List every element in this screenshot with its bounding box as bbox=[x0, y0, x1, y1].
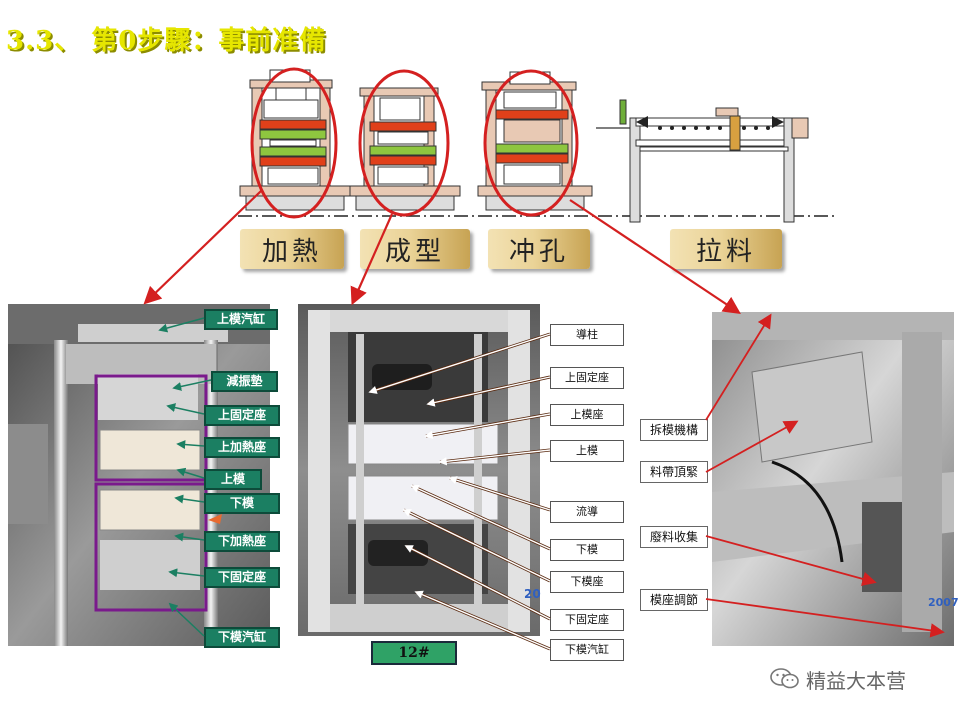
middle-photo-corner-text: 20 bbox=[524, 587, 541, 601]
label-lower-die-cylinder-left: 下模汽缸 bbox=[204, 627, 280, 648]
slide-title: 3.3、 第0步驟：事前准備 bbox=[6, 26, 327, 56]
forming-photo-caption: 12# bbox=[371, 641, 457, 665]
wechat-icon bbox=[770, 668, 799, 689]
label-upper-heating-seat: 上加熱座 bbox=[204, 437, 280, 458]
label-die-seat-adjustment: 模座調節 bbox=[640, 589, 708, 611]
label-lower-die-seat: 下模座 bbox=[550, 571, 624, 593]
label-guide-pillar: 導柱 bbox=[550, 324, 624, 346]
pulling-mechanism-photo: 2007 bbox=[712, 312, 959, 646]
label-flow-guide: 流導 bbox=[550, 501, 624, 523]
label-damping-pad: 減振墊 bbox=[211, 371, 278, 392]
label-lower-fixed-seat-mid: 下固定座 bbox=[550, 609, 624, 631]
pulling-station-drawing bbox=[596, 99, 809, 223]
stage-punching: 冲孔 bbox=[488, 229, 590, 269]
label-upper-die-cylinder: 上模汽缸 bbox=[204, 309, 278, 330]
label-die-removal-mechanism: 拆模機構 bbox=[640, 419, 708, 441]
label-lower-die-cylinder-mid: 下模汽缸 bbox=[550, 639, 624, 661]
label-lower-heating-seat: 下加熱座 bbox=[204, 531, 280, 552]
label-upper-die-seat: 上模座 bbox=[550, 404, 624, 426]
label-upper-die-left: 上模 bbox=[204, 469, 262, 490]
stage-forming: 成型 bbox=[360, 229, 470, 269]
label-lower-die-mid: 下模 bbox=[550, 539, 624, 561]
label-lower-fixed-seat-left: 下固定座 bbox=[204, 567, 280, 588]
label-lower-die-left: 下模 bbox=[204, 493, 280, 514]
forming-highlight-ellipse bbox=[358, 69, 450, 217]
label-strip-push-tight: 料帶頂緊 bbox=[640, 461, 708, 483]
process-schematic bbox=[238, 67, 835, 223]
label-upper-fixed-seat-mid: 上固定座 bbox=[550, 367, 624, 389]
right-photo-corner-text: 2007 bbox=[928, 596, 959, 609]
watermark: 精益大本营 bbox=[770, 666, 906, 693]
label-upper-fixed-seat-left: 上固定座 bbox=[204, 405, 280, 426]
stage-heating: 加熱 bbox=[240, 229, 344, 269]
heating-highlight-ellipse bbox=[250, 67, 338, 219]
heating-station-drawing bbox=[239, 69, 351, 211]
label-upper-die-mid: 上模 bbox=[550, 440, 624, 462]
watermark-text: 精益大本营 bbox=[806, 668, 906, 693]
forming-station-photo: 20 bbox=[298, 304, 541, 636]
label-scrap-collection: 廢料收集 bbox=[640, 526, 708, 548]
punching-highlight-ellipse bbox=[483, 69, 579, 217]
stage-pulling: 拉料 bbox=[670, 229, 782, 269]
